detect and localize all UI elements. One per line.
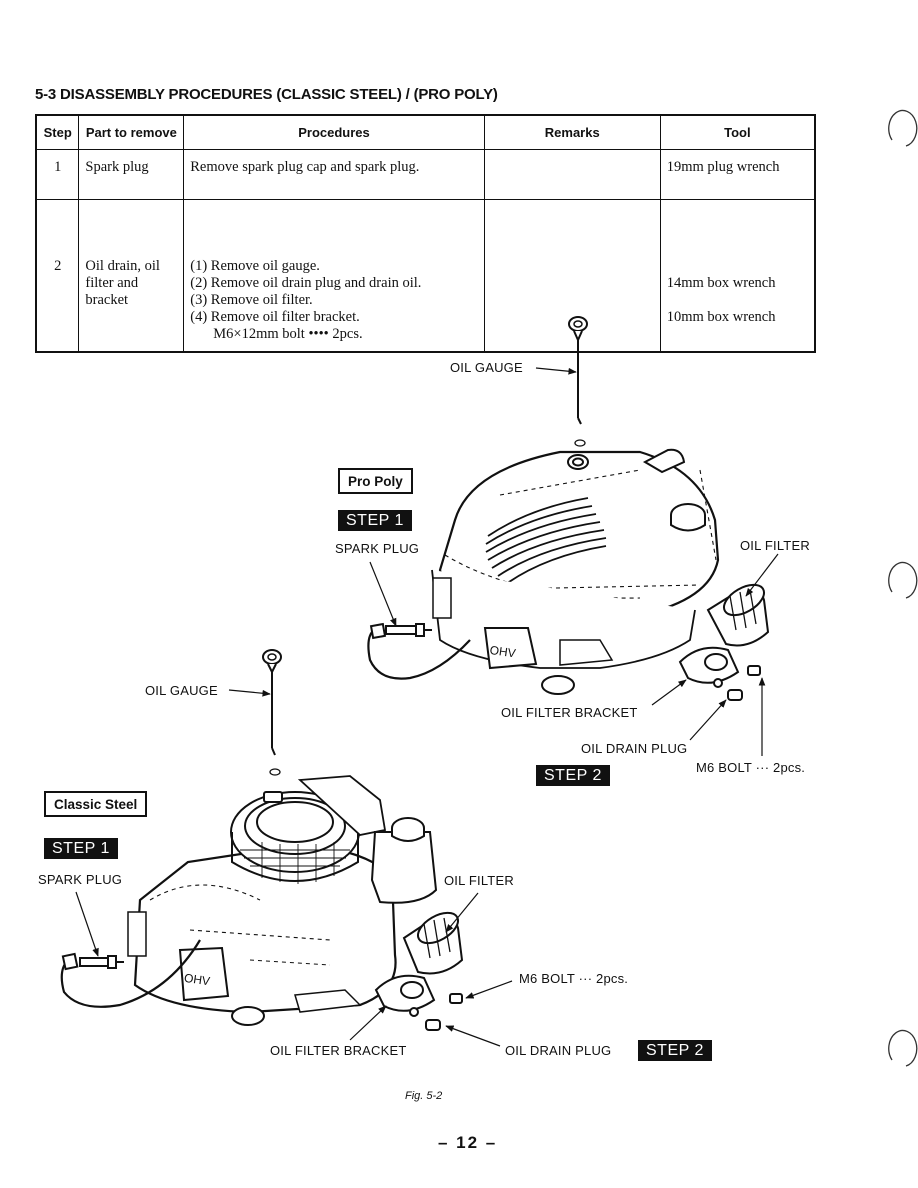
pro-poly-oil-gauge xyxy=(568,316,588,447)
tool-cell: 19mm plug wrench xyxy=(659,149,816,200)
classic-steel-oil-drain-plug-label: OIL DRAIN PLUG xyxy=(505,1043,612,1058)
table-row: 2 Oil drain, oil filter and bracket (1) … xyxy=(35,199,816,353)
procedure-line: Remove spark plug cap and spark plug. xyxy=(190,159,420,175)
table-row: 1 Spark plug Remove spark plug cap and s… xyxy=(35,149,816,200)
pro-poly-oil-filter-label: OIL FILTER xyxy=(740,538,810,553)
pro-poly-oil-gauge-label: OIL GAUGE xyxy=(450,360,523,375)
part-cell: Spark plug xyxy=(78,149,185,200)
classic-steel-engine: OHV xyxy=(60,649,464,1031)
procedure-line: (3) Remove oil filter. xyxy=(190,292,313,308)
pro-poly-oil-filter-bracket-label: OIL FILTER BRACKET xyxy=(501,705,638,720)
classic-steel-oil-gauge xyxy=(262,649,282,776)
classic-steel-oil-filter-label: OIL FILTER xyxy=(444,873,514,888)
pro-poly-spark-plug-label: SPARK PLUG xyxy=(335,541,420,556)
pro-poly-step1-badge: STEP 1 xyxy=(338,510,412,531)
pro-poly-step2-badge: STEP 2 xyxy=(536,765,610,786)
classic-steel-leader-lines xyxy=(75,689,513,1047)
classic-steel-step2-badge: STEP 2 xyxy=(638,1040,712,1061)
classic-steel-m6-bolt-label: M6 BOLT ··· 2pcs. xyxy=(519,971,629,986)
part-line: filter and xyxy=(85,275,139,291)
procedure-line: (1) Remove oil gauge. xyxy=(190,258,320,274)
header-procedures: Procedures xyxy=(183,114,485,150)
figure-caption: Fig. 5-2 xyxy=(405,1090,443,1102)
part-line: bracket xyxy=(85,292,129,308)
procedure-cell: Remove spark plug cap and spark plug. xyxy=(183,149,485,200)
pro-poly-m6-bolt-label: M6 BOLT ··· 2pcs. xyxy=(696,760,806,775)
classic-steel-ohv-text: OHV xyxy=(183,971,211,988)
margin-marks xyxy=(888,109,918,1067)
tool-line: 10mm box wrench xyxy=(666,309,776,325)
table-header-row: Step Part to remove Procedures Remarks T… xyxy=(35,114,816,150)
tool-line: 19mm plug wrench xyxy=(666,159,780,175)
section-title: 5-3 DISASSEMBLY PROCEDURES (CLASSIC STEE… xyxy=(35,86,498,103)
tool-cell: 14mm box wrench 10mm box wrench xyxy=(659,199,816,353)
pro-poly-ohv-text: OHV xyxy=(489,643,517,660)
classic-steel-step1-badge: STEP 1 xyxy=(44,838,118,859)
procedure-cell: (1) Remove oil gauge. (2) Remove oil dra… xyxy=(183,199,485,353)
pro-poly-engine: OHV xyxy=(367,316,770,701)
classic-steel-spark-plug-label: SPARK PLUG xyxy=(38,872,123,887)
header-part: Part to remove xyxy=(78,114,185,150)
part-cell: Oil drain, oil filter and bracket xyxy=(78,199,185,353)
part-line: Oil drain, oil xyxy=(85,258,160,274)
header-tool: Tool xyxy=(659,114,816,150)
classic-steel-oil-gauge-label: OIL GAUGE xyxy=(145,683,218,698)
procedure-line: (4) Remove oil filter bracket. xyxy=(190,309,360,325)
pro-poly-leader-lines xyxy=(369,367,779,756)
pro-poly-oil-drain-plug-label: OIL DRAIN PLUG xyxy=(581,741,688,756)
procedures-table: Step Part to remove Procedures Remarks T… xyxy=(35,114,816,353)
tool-line: 14mm box wrench xyxy=(666,275,776,291)
page-number: – 12 – xyxy=(438,1133,498,1152)
header-step: Step xyxy=(35,114,80,150)
classic-steel-model-badge: Classic Steel xyxy=(44,791,148,817)
part-line: Spark plug xyxy=(85,159,149,175)
classic-steel-oil-filter-bracket-label: OIL FILTER BRACKET xyxy=(270,1043,407,1058)
procedure-line: M6×12mm bolt •••• 2pcs. xyxy=(213,326,363,342)
procedure-line: (2) Remove oil drain plug and drain oil. xyxy=(190,275,422,291)
remarks-cell xyxy=(483,149,661,200)
pro-poly-model-badge: Pro Poly xyxy=(338,468,413,494)
